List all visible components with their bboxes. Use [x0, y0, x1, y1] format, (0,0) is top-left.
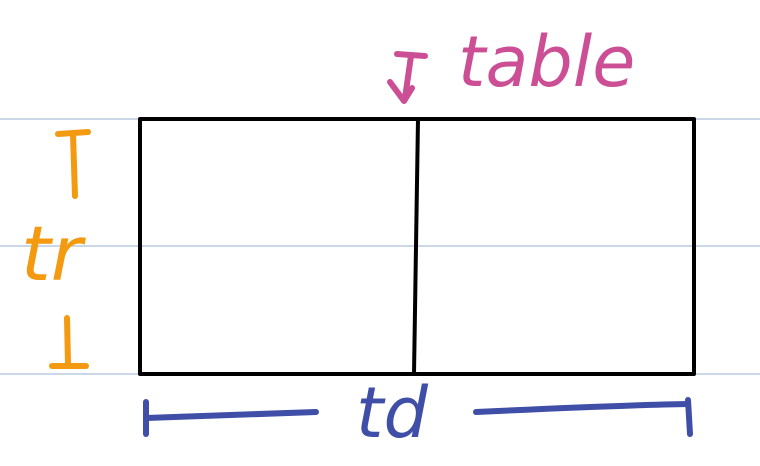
row-bracket-icon	[49, 129, 91, 369]
table-label: table	[458, 21, 635, 103]
row-bracket-top-stem	[70, 131, 78, 199]
cell-bracket-right-line	[473, 401, 691, 415]
cell-bracket-icon	[143, 397, 693, 437]
row-bracket-bottom-stem	[64, 315, 71, 367]
row-label: tr	[21, 209, 87, 298]
cell-bracket-right-stem	[685, 397, 693, 437]
cell-label: td	[356, 372, 428, 454]
table-arrow-icon	[387, 51, 428, 104]
table-outline	[138, 117, 696, 376]
ruled-lines	[0, 118, 760, 375]
cell-divider	[412, 118, 420, 375]
cell-bracket-left-line	[143, 409, 319, 421]
